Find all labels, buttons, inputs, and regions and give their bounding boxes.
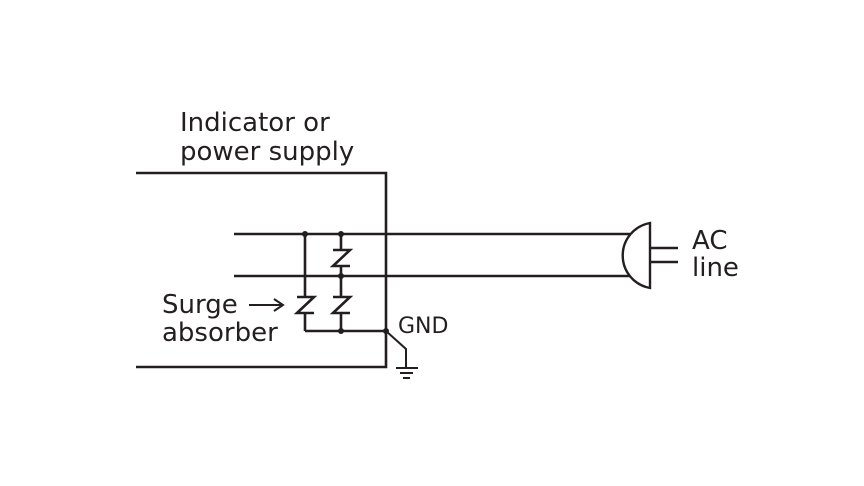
surge-absorber-network	[293, 231, 389, 334]
ac-label-line1: AC	[692, 226, 727, 256]
gnd-label: GND	[398, 314, 448, 339]
device-label-line1: Indicator or	[180, 108, 330, 138]
surge-label-line2: absorber	[162, 318, 278, 348]
ground-icon	[385, 330, 418, 379]
device-enclosure	[136, 171, 388, 369]
ac-label-line2: line	[692, 253, 739, 283]
surge-label-line1: Surge	[162, 290, 238, 320]
ac-wires	[234, 232, 630, 278]
ac-plug-icon	[621, 221, 678, 290]
arrow-icon	[249, 298, 285, 312]
device-label-line2: power supply	[180, 137, 354, 167]
